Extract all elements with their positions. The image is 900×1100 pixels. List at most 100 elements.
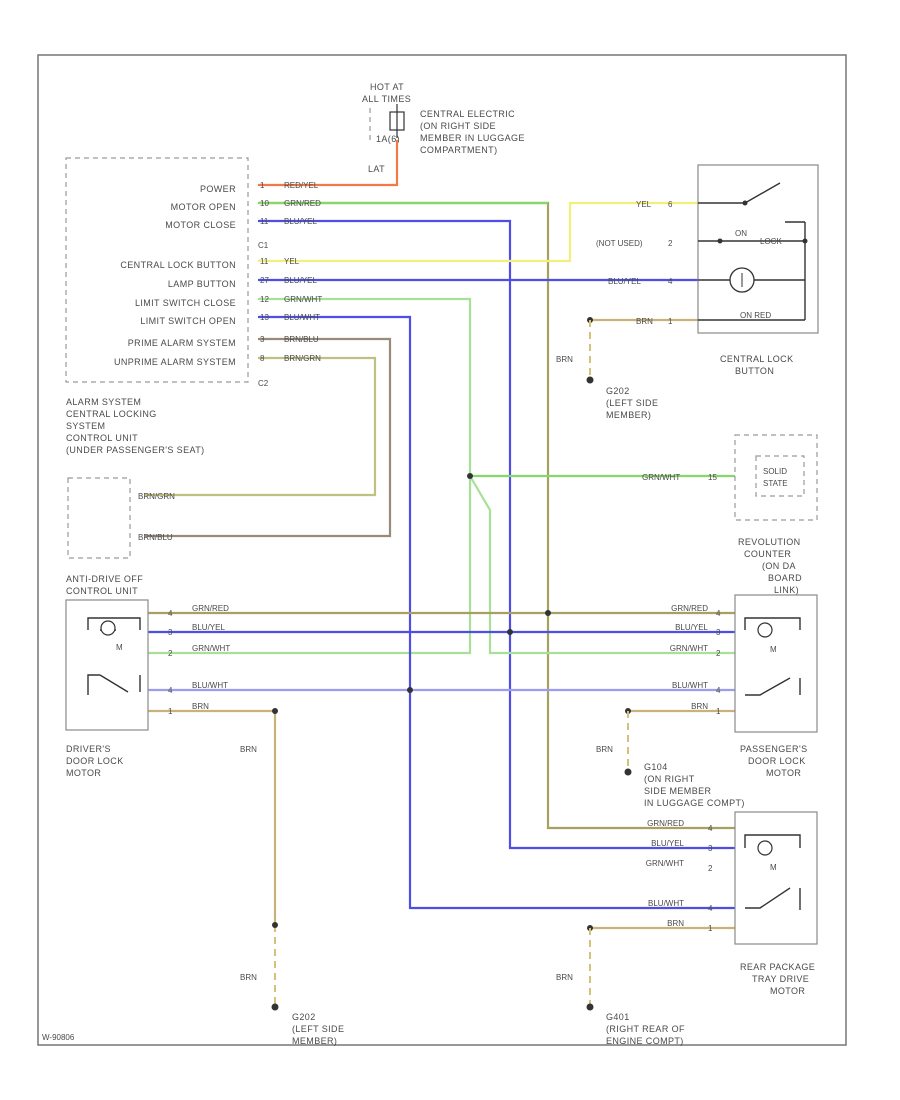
control-unit-pin-number: 8 xyxy=(260,354,265,363)
antidrive-title-2: CONTROL UNIT xyxy=(66,586,138,596)
button-title-1: CENTRAL LOCK xyxy=(720,354,793,364)
ground-g104-loc-2: SIDE MEMBER xyxy=(644,786,712,796)
rear-motor-circuit xyxy=(744,834,801,848)
revolution-title-5: LINK) xyxy=(774,585,799,595)
passenger-motor-pin-number: 4 xyxy=(716,609,721,618)
button-small-on: ON xyxy=(735,229,747,238)
button-yel-label: YEL xyxy=(636,200,652,209)
rear-motor-pin-number: 1 xyxy=(708,924,713,933)
splice-grn-red xyxy=(545,610,551,616)
ground-button-wire-label: BRN xyxy=(556,355,573,364)
ground-button-symbol xyxy=(586,376,594,384)
control-unit-pin-number: 12 xyxy=(260,295,269,304)
antidrive-title-1: ANTI-DRIVE OFF xyxy=(66,574,143,584)
rear-motor-title-2: TRAY DRIVE xyxy=(752,974,809,984)
revolution-wire-pin: 15 xyxy=(708,473,717,482)
fuse-location-3: MEMBER IN LUGGAGE xyxy=(420,133,525,143)
revolution-counter: SOLID STATE GRN/WHT 15 REVOLUTION COUNTE… xyxy=(642,434,818,595)
button-switch-blade xyxy=(744,182,781,204)
driver-motor-title-1: DRIVER'S xyxy=(66,744,111,754)
splice-blu-yel xyxy=(507,629,513,635)
revolution-inner-box xyxy=(755,455,805,497)
wire-grn-red-main xyxy=(258,201,735,830)
ground-g202-top: BRN G202 (LEFT SIDE MEMBER) xyxy=(556,355,658,420)
button-not-used-pin: 2 xyxy=(668,239,673,248)
control-unit-pin-wire: GRN/WHT xyxy=(284,295,322,304)
ground-g401-symbol xyxy=(586,1003,594,1011)
diagram-frame xyxy=(37,54,847,1046)
wire-brn-driver-ground xyxy=(148,709,277,925)
revolution-title-4: BOARD xyxy=(768,573,802,583)
wire-grn-wht-passenger xyxy=(469,475,735,655)
passenger-motor-box xyxy=(734,594,818,733)
passenger-motor-pin-wire: BLU/WHT xyxy=(672,681,708,690)
driver-motor-m: M xyxy=(116,643,123,652)
passenger-motor-icon xyxy=(757,622,773,638)
rear-motor-pin-number: 4 xyxy=(708,904,713,913)
ground-g104-wire-label: BRN xyxy=(596,745,613,754)
passenger-motor-m: M xyxy=(770,645,777,654)
control-unit-pin-number: 11 xyxy=(260,217,269,226)
control-unit-pin-number: 3 xyxy=(260,335,265,344)
fuse-hot-label: HOT AT xyxy=(370,82,404,92)
control-unit-pin-label: MOTOR CLOSE xyxy=(165,220,236,230)
wire-yel-button xyxy=(258,201,698,263)
rear-motor-m: M xyxy=(770,863,777,872)
revolution-box xyxy=(734,434,818,521)
driver-motor-icon xyxy=(100,620,116,636)
button-yel-pin: 6 xyxy=(668,200,673,209)
ground-driver-loc-2: MEMBER) xyxy=(292,1036,337,1046)
driver-motor-pin-wire: GRN/WHT xyxy=(192,644,230,653)
ground-driver-wire-label-2: BRN xyxy=(240,973,257,982)
splice-blu-wht xyxy=(407,687,413,693)
control-unit-pin-wire: BRN/BLU xyxy=(284,335,319,344)
control-unit-pin-label: CENTRAL LOCK BUTTON xyxy=(120,260,236,270)
ground-g401-code: G401 xyxy=(606,1012,630,1022)
button-title-2: BUTTON xyxy=(735,366,774,376)
ground-g401-wire-label: BRN xyxy=(556,973,573,982)
wire-power-red-yel xyxy=(258,140,399,187)
ground-g202-bottom: BRN BRN G202 (LEFT SIDE MEMBER) xyxy=(240,745,344,1046)
splice-grn-wht xyxy=(467,473,473,479)
ground-g104-loc-3: IN LUGGAGE COMPT) xyxy=(644,798,745,808)
driver-motor-pin-number: 2 xyxy=(168,649,173,658)
control-unit-pin-wire: BLU/YEL xyxy=(284,276,317,285)
fuse-wire-label: LAT xyxy=(368,164,385,174)
rear-motor-box xyxy=(734,811,818,945)
ground-driver-code: G202 xyxy=(292,1012,316,1022)
ground-g104-code: G104 xyxy=(644,762,668,772)
wire-brn-grn-alarm xyxy=(145,356,377,497)
rear-motor-pin-wire: BLU/YEL xyxy=(651,839,684,848)
driver-motor-pin-wire: GRN/RED xyxy=(192,604,229,613)
driver-motor-title-2: DOOR LOCK xyxy=(66,756,124,766)
driver-motor-pin-wire: BLU/YEL xyxy=(192,623,225,632)
passenger-motor-pin-wire: GRN/WHT xyxy=(670,644,708,653)
passenger-motor-pin-number: 1 xyxy=(716,707,721,716)
revolution-inner-2: STATE xyxy=(763,479,788,488)
control-unit-pin-wire: YEL xyxy=(284,257,300,266)
driver-motor-box xyxy=(65,599,149,731)
rear-motor-pin-wire: BLU/WHT xyxy=(648,899,684,908)
connector-c1: C1 xyxy=(258,241,269,250)
control-unit-pin-label: MOTOR OPEN xyxy=(171,202,236,212)
control-unit-pin-wire: RED/YEL xyxy=(284,181,319,190)
revolution-title-2: COUNTER xyxy=(744,549,791,559)
control-unit-pin-number: 27 xyxy=(260,276,269,285)
button-not-used: (NOT USED) xyxy=(596,239,643,248)
wire-grn-wht-limit xyxy=(148,297,472,655)
control-unit-title-1: ALARM SYSTEM xyxy=(66,397,141,407)
control-unit-pin-wire: BRN/GRN xyxy=(284,354,321,363)
control-unit-pin-number: 1 xyxy=(260,181,265,190)
antidrive-unit: BRN/GRN BRN/BLU ANTI-DRIVE OFF CONTROL U… xyxy=(66,477,175,596)
control-unit-pin-number: 11 xyxy=(260,257,269,266)
control-unit-pin-wire: GRN/RED xyxy=(284,199,321,208)
rear-motor-title-1: REAR PACKAGE xyxy=(740,962,815,972)
rear-motor-pin-number: 4 xyxy=(708,824,713,833)
control-unit-box xyxy=(65,157,249,383)
passenger-motor-title-3: MOTOR xyxy=(766,768,801,778)
fuse-id: 1A(6) xyxy=(376,134,400,144)
rear-motor-icon xyxy=(757,840,773,856)
ground-button-loc-1: (LEFT SIDE xyxy=(606,398,658,408)
ground-g401-loc-1: (RIGHT REAR OF xyxy=(606,1024,685,1034)
